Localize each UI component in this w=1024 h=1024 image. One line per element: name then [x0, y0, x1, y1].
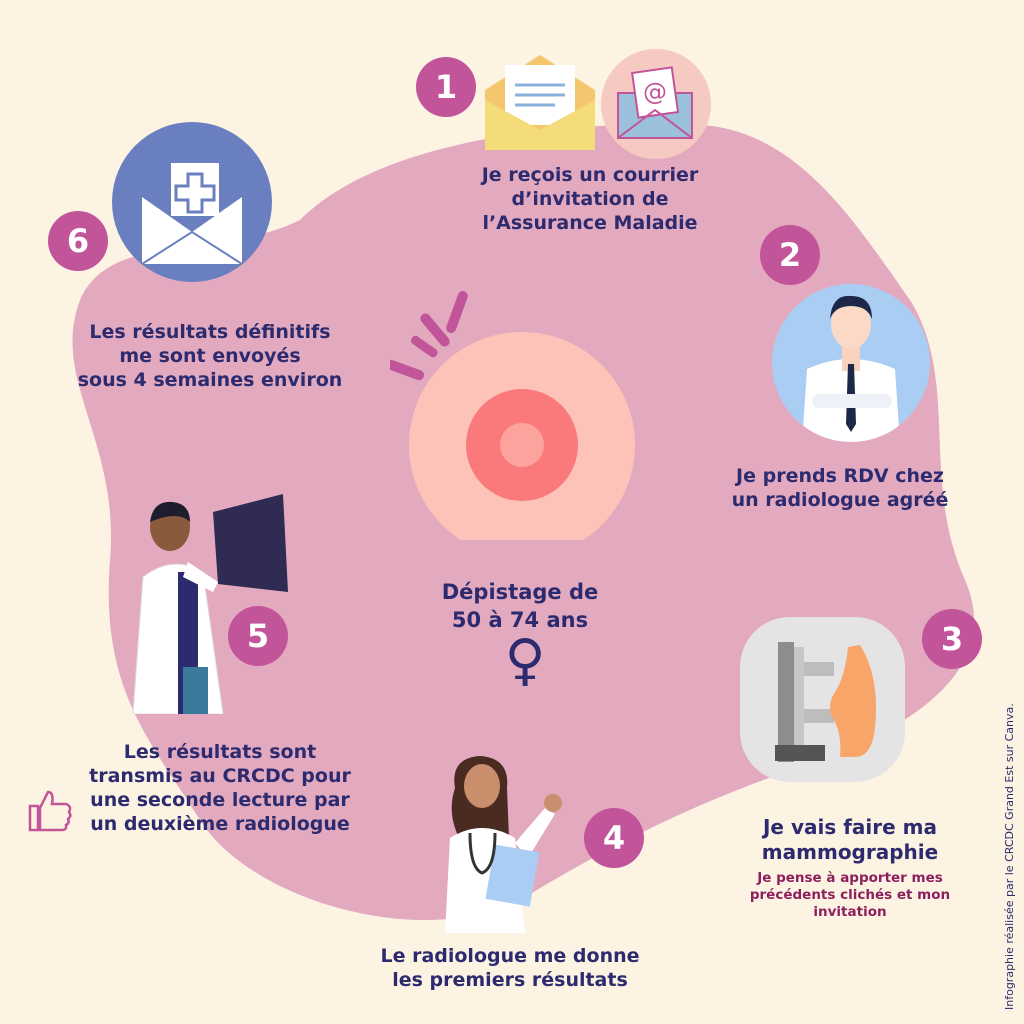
step-3-badge: 3: [922, 609, 982, 669]
center-title: Dépistage de 50 à 74 ans: [441, 580, 599, 632]
female-radiologist-illustration: [445, 756, 562, 933]
envelope-letter-icon: [485, 55, 595, 150]
medical-envelope-icon: [112, 122, 272, 282]
step-2-badge: 2: [760, 225, 820, 285]
step-1-badge: 1: [416, 57, 476, 117]
doctor-radiologist-illustration: [772, 284, 930, 442]
breast-target-illustration: [390, 291, 635, 540]
credit-text: Infographie réalisée par le CRCDC Grand …: [1003, 703, 1016, 1010]
step-1-text: Je reçois un courrier d’invitation de l’…: [481, 164, 699, 234]
step-5-text: Les résultats sont transmis au CRCDC pou…: [89, 741, 351, 835]
thumbs-up-icon: [28, 790, 72, 832]
step-6-text: Les résultats définitifs me sont envoyés…: [77, 321, 343, 391]
step-2-text: Je prends RDV chez un radiologue agréé: [731, 465, 949, 511]
step-3-note: Je pense à apporter mes précédents clich…: [749, 870, 951, 920]
email-at-icon: @: [601, 49, 711, 159]
step-3-text: Je vais faire ma mammographie: [761, 815, 939, 864]
svg-text:@: @: [643, 78, 667, 106]
step-4-badge: 4: [584, 808, 644, 868]
step-5-badge: 5: [228, 606, 288, 666]
step-4-text: Le radiologue me donne les premiers résu…: [380, 945, 640, 991]
step-6-badge: 6: [48, 211, 108, 271]
mammography-machine-illustration: [740, 617, 905, 782]
doctor-reading-xray-illustration: [132, 494, 288, 714]
female-symbol-icon: ♀: [504, 628, 546, 693]
